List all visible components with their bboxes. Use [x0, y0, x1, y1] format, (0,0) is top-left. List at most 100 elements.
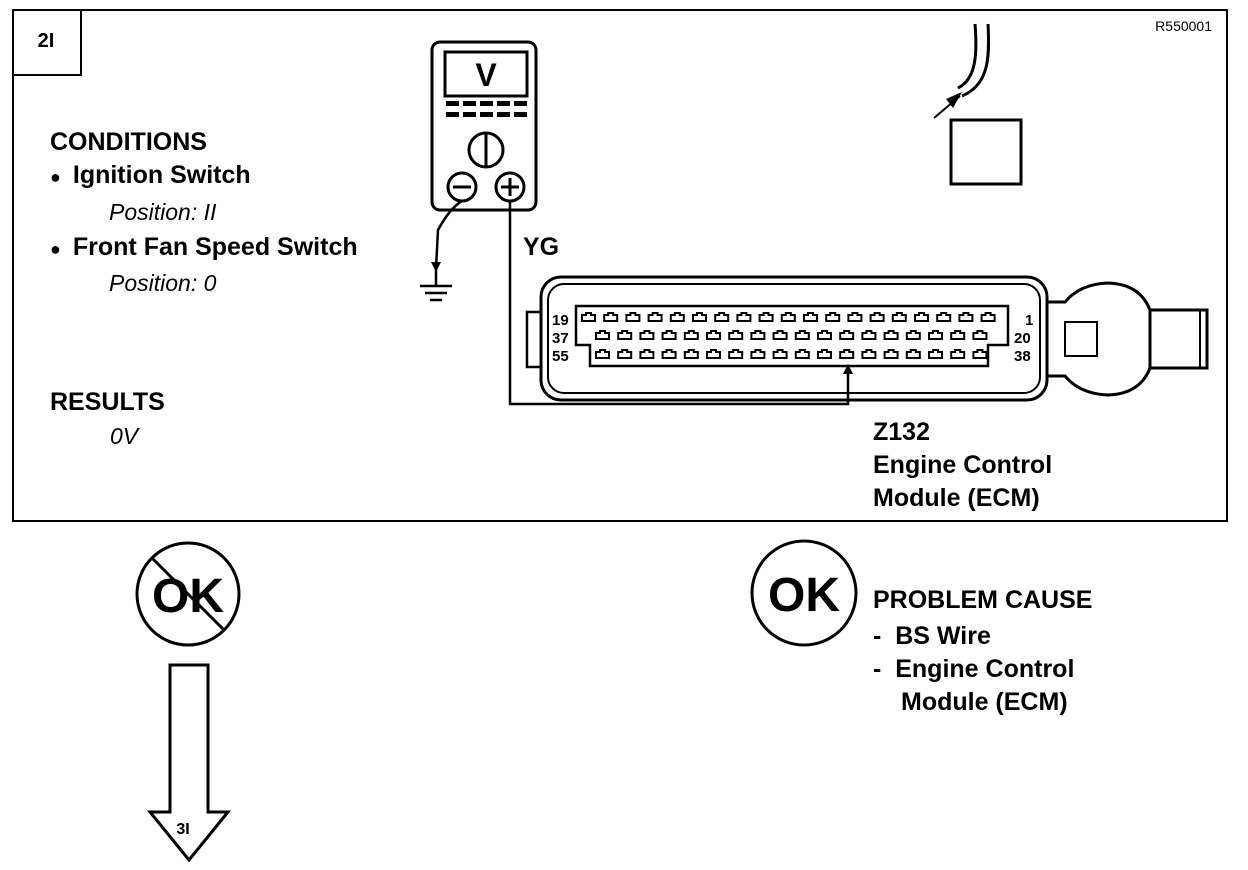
- pin-label-19: 19: [552, 312, 569, 329]
- results-value: 0V: [110, 423, 139, 449]
- connector-pin: [603, 312, 619, 322]
- connector-pin: [639, 349, 655, 359]
- condition-position-2: Position: 0: [109, 270, 217, 296]
- connector-pin: [936, 312, 952, 322]
- connector-pin: [817, 330, 832, 340]
- cause-text: Engine Control: [895, 655, 1075, 683]
- component-name-line2: Module (ECM): [873, 484, 1040, 512]
- connector-pin: [928, 349, 943, 359]
- harness-arrow-icon: [946, 92, 962, 108]
- meter-unit: V: [475, 57, 497, 93]
- connector-pin: [794, 349, 810, 359]
- connector-pin: [706, 330, 721, 340]
- condition-position-1: Position: II: [109, 199, 217, 225]
- problem-cause-heading: PROBLEM CAUSE: [873, 586, 1093, 614]
- connector-pin: [683, 330, 699, 340]
- ground-lead: [420, 199, 463, 302]
- connector-pin: [772, 349, 788, 359]
- connector-pin: [692, 312, 707, 322]
- condition-item-2: ●Front Fan Speed Switch: [50, 233, 358, 262]
- connector-pin: [595, 330, 610, 340]
- condition-label: Front Fan Speed Switch: [72, 233, 358, 261]
- cause-text: BS Wire: [895, 622, 991, 650]
- connector-pin: [839, 349, 855, 359]
- connector-pin: [928, 330, 943, 340]
- cause-item-2-line2: Module (ECM): [901, 688, 1068, 716]
- connector-pin: [617, 330, 633, 340]
- condition-item-1: ● Ignition Switch: [50, 161, 251, 190]
- connector-pin: [706, 349, 721, 359]
- connector-pin: [980, 312, 996, 322]
- harness-icon: [933, 23, 1023, 186]
- connector-pin: [772, 330, 788, 340]
- connector-pin: [847, 312, 863, 322]
- cause-item-1: - BS Wire: [873, 622, 991, 651]
- connector-pin: [891, 312, 907, 322]
- connector-pin: [661, 330, 677, 340]
- connector-pin: [595, 349, 610, 359]
- connector-pin: [714, 312, 730, 322]
- connector-pin: [581, 312, 596, 322]
- step-number-box: 2I: [12, 9, 82, 76]
- connector-pin: [950, 349, 966, 359]
- next-step-label: 3I: [176, 821, 189, 838]
- condition-label: Ignition Switch: [72, 161, 251, 189]
- connector-pins: [581, 312, 996, 359]
- connector-pin: [883, 349, 899, 359]
- connector-pin: [883, 330, 899, 340]
- pin-label-38: 38: [1014, 348, 1031, 365]
- connector-pin: [905, 349, 921, 359]
- connector-pin: [972, 330, 988, 340]
- connector-pin: [905, 330, 921, 340]
- connector-pin: [861, 330, 877, 340]
- connector-pin: [958, 312, 974, 322]
- connector-pin: [661, 349, 677, 359]
- pin-label-1: 1: [1025, 312, 1033, 329]
- connector-pin: [750, 330, 766, 340]
- connector-pin: [728, 349, 744, 359]
- probe-lead: [508, 201, 850, 406]
- component-id: Z132: [873, 418, 930, 446]
- connector-pin: [972, 349, 988, 359]
- step-number: 2I: [37, 30, 55, 52]
- pin-label-55: 55: [552, 348, 569, 365]
- wire-color-code: YG: [523, 233, 560, 261]
- connector-pin: [683, 349, 699, 359]
- connector-pin: [639, 330, 655, 340]
- results-heading: RESULTS: [50, 388, 165, 416]
- connector-pin: [728, 330, 744, 340]
- pin-label-20: 20: [1014, 330, 1031, 347]
- next-step-arrow-icon: [146, 663, 232, 863]
- connector-pin: [647, 312, 663, 322]
- connector-pin: [750, 349, 766, 359]
- test-step-frame: [12, 9, 1228, 522]
- connector-pin: [861, 349, 877, 359]
- connector-pin: [736, 312, 752, 322]
- connector-pin: [950, 330, 966, 340]
- connector-pin: [817, 349, 832, 359]
- reference-code: R550001: [1155, 18, 1212, 34]
- connector-pin: [803, 312, 818, 322]
- connector-pin: [914, 312, 929, 322]
- cause-item-2: - Engine Control: [873, 655, 1074, 684]
- connector-pin: [669, 312, 685, 322]
- ecm-connector-icon: [525, 275, 1209, 402]
- connector-pin: [780, 312, 796, 322]
- dash: -: [873, 655, 882, 683]
- ok-label: OK: [768, 569, 840, 622]
- connector-pin: [625, 312, 641, 322]
- connector-pin: [839, 330, 855, 340]
- connector-pin: [794, 330, 810, 340]
- ok-icon: [750, 539, 858, 647]
- component-name-line1: Engine Control: [873, 451, 1053, 479]
- probe-arrow-icon: [843, 364, 853, 374]
- connector-pin: [869, 312, 885, 322]
- bullet-icon: ●: [50, 167, 61, 187]
- not-ok-icon: [135, 541, 241, 647]
- not-ok-label: OK: [152, 570, 224, 623]
- dash: -: [873, 622, 882, 650]
- pin-label-37: 37: [552, 330, 569, 347]
- conditions-heading: CONDITIONS: [50, 128, 207, 156]
- connector-pin: [617, 349, 633, 359]
